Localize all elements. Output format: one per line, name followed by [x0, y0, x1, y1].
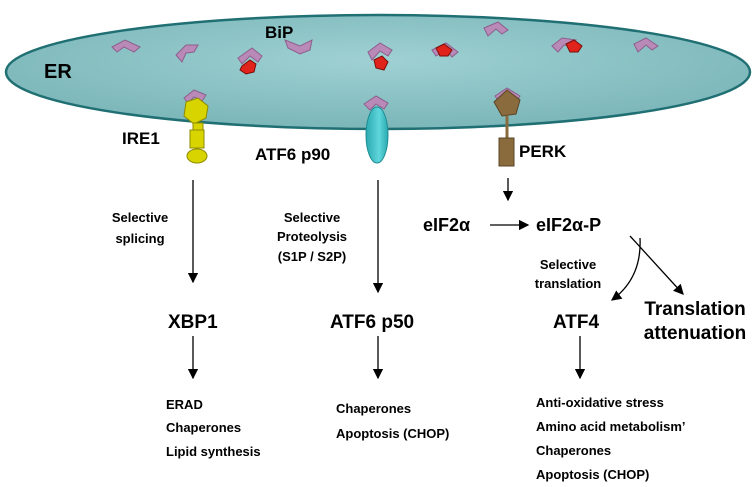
- atf4-target-2: Amino acid metabolism’: [536, 419, 686, 434]
- arrow-eif2a-p-to-atf4: [610, 237, 641, 301]
- atf6-process-line-3: (S1P / S2P): [277, 249, 347, 264]
- ire1-process-line-1: Selective: [111, 210, 169, 225]
- atf4-target-4: Apoptosis (CHOP): [536, 467, 650, 482]
- xbp1-target-2: Chaperones: [166, 420, 242, 435]
- bip-icon: [111, 39, 141, 53]
- bip-icon: [633, 37, 659, 53]
- bip-icon: [367, 42, 393, 61]
- bip-icon: [284, 39, 313, 55]
- atf6-p50-label: ATF6 p50: [330, 312, 415, 333]
- atf6-target-1: Chaperones: [336, 401, 412, 416]
- atf4-target-1: Anti-oxidative stress: [536, 395, 664, 410]
- atf6-sensor: [363, 95, 389, 164]
- xbp1-label: XBP1: [168, 312, 218, 333]
- atf6-target-2: Apoptosis (CHOP): [336, 426, 450, 441]
- bip-label: BiP: [265, 23, 294, 42]
- ire1-process-line-2: splicing: [115, 231, 165, 246]
- unfolded-protein-icon: [239, 59, 257, 75]
- er-label: ER: [44, 61, 72, 83]
- attenuation-line-2: attenuation: [643, 323, 747, 344]
- perk-label: PERK: [519, 142, 567, 161]
- atf4-target-3: Chaperones: [536, 443, 612, 458]
- attenuation-line-1: Translation: [644, 299, 746, 320]
- perk-process-line-1: Selective: [539, 257, 597, 272]
- eif2a-p-label: eIF2α-P: [536, 215, 602, 235]
- bip-icon: [175, 44, 199, 63]
- atf6-process-line-1: Selective: [283, 210, 341, 225]
- xbp1-target-3: Lipid synthesis: [166, 444, 261, 459]
- perk-process-line-2: translation: [534, 276, 602, 291]
- atf4-label: ATF4: [553, 312, 600, 333]
- atf6-process-line-2: Proteolysis: [276, 229, 348, 244]
- atf6-p90-label: ATF6 p90: [255, 145, 331, 164]
- unfolded-protein-icon: [565, 39, 583, 53]
- bip-icon: [363, 95, 389, 111]
- bip-icon: [483, 21, 509, 37]
- arrow-eif2a-p-to-attenuation: [629, 235, 684, 295]
- ire1-sensor: [183, 89, 209, 164]
- perk-sensor: [493, 87, 521, 167]
- bip-icon: [237, 47, 263, 65]
- pathway-arrows: [187, 178, 684, 380]
- unfolded-protein-icon: [435, 43, 453, 57]
- ire1-label: IRE1: [122, 129, 160, 148]
- xbp1-target-1: ERAD: [166, 397, 203, 412]
- unfolded-proteins: [239, 39, 583, 75]
- unfolded-protein-icon: [373, 55, 389, 71]
- eif2a-label: eIF2α: [423, 215, 471, 235]
